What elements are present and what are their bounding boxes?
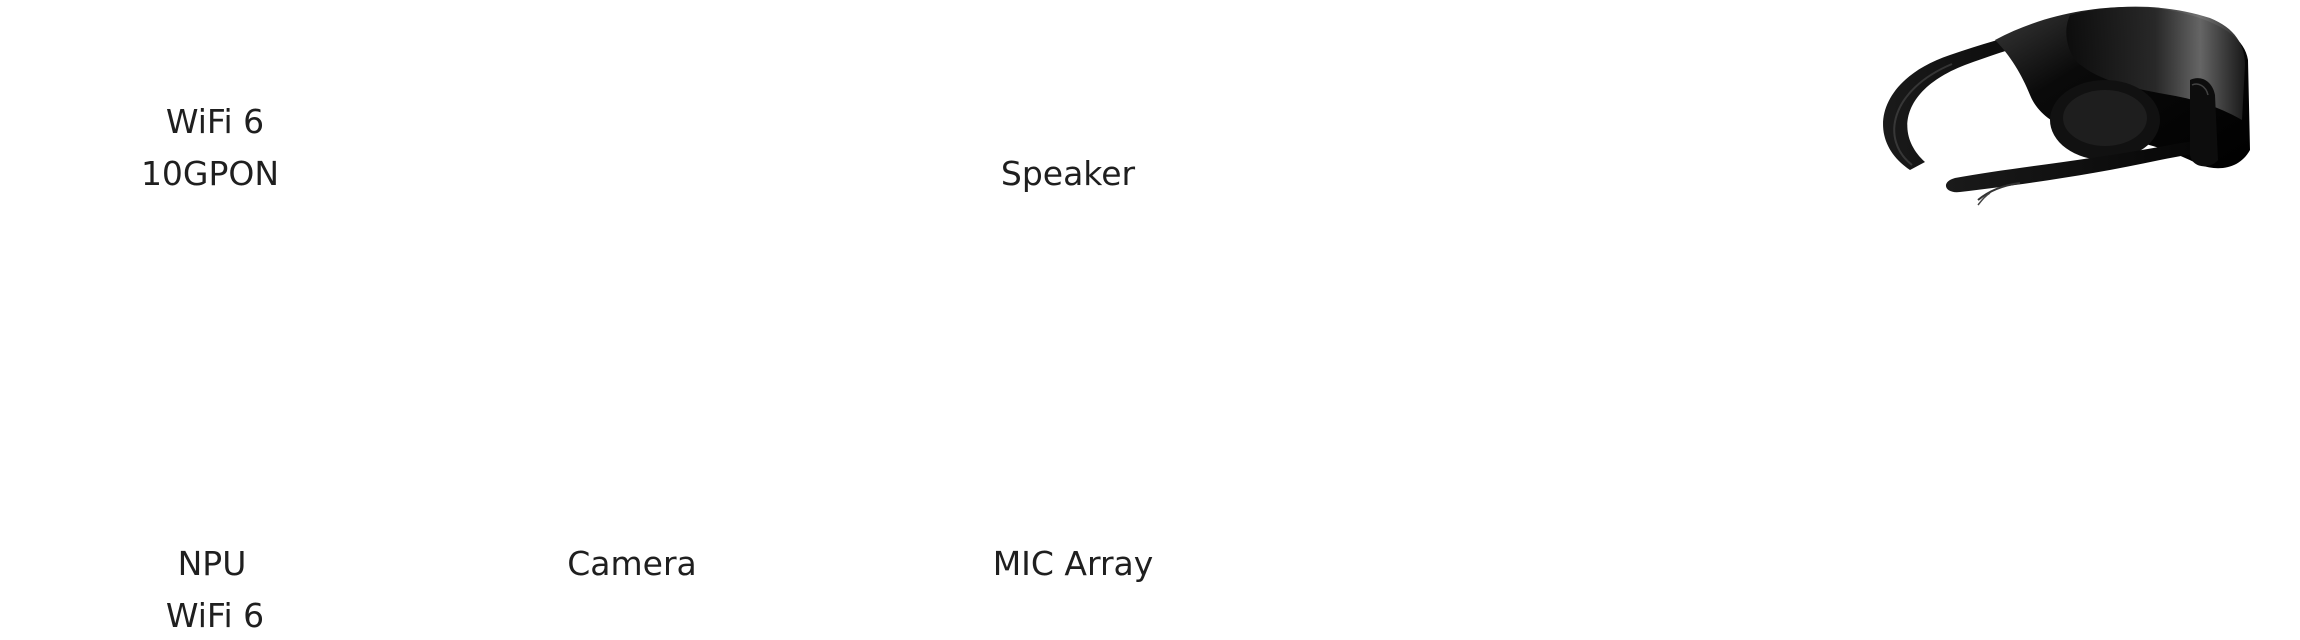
feature-label-mic-array: MIC Array bbox=[992, 544, 1154, 583]
feature-label-gpon: 10GPON bbox=[140, 154, 280, 193]
feature-label-camera: Camera bbox=[567, 544, 697, 583]
feature-label-wifi-bottom: WiFi 6 bbox=[165, 596, 265, 635]
feature-label-npu: NPU bbox=[177, 544, 247, 583]
vr-glasses-icon bbox=[1840, 0, 2260, 220]
feature-label-wifi-top: WiFi 6 bbox=[165, 102, 265, 141]
feature-label-speaker: Speaker bbox=[1000, 154, 1136, 193]
